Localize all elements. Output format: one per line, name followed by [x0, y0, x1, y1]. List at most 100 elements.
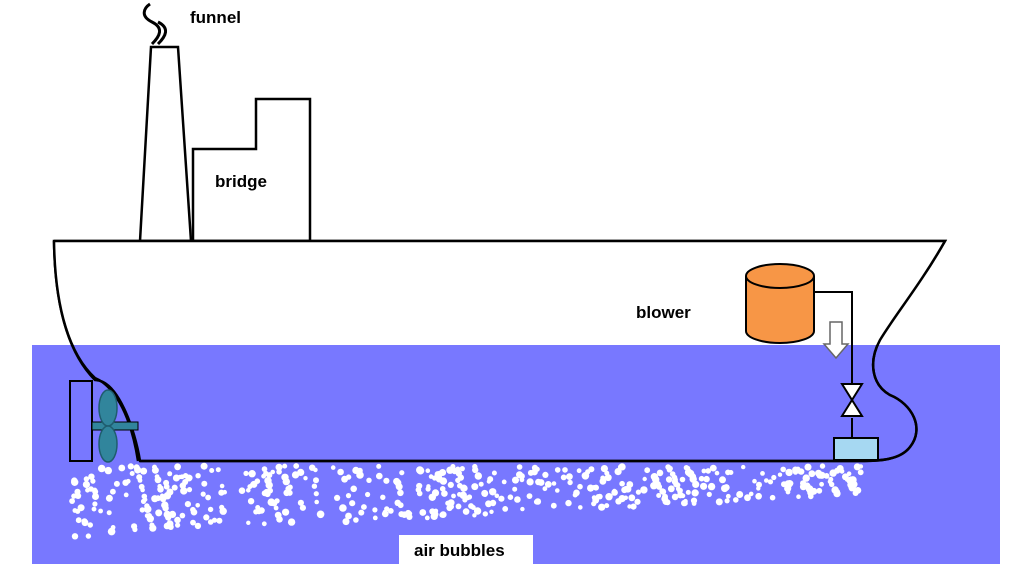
air-bubble: [71, 533, 79, 540]
air-bubble: [520, 506, 525, 512]
air-bubble: [313, 477, 319, 484]
air-bubbles-label: air bubbles: [414, 541, 505, 560]
air-bubble: [246, 520, 251, 525]
hull-outline: [52, 239, 948, 463]
air-bubble: [397, 489, 404, 497]
air-bubble: [671, 474, 678, 481]
air-bubble: [628, 494, 636, 502]
air-bubble: [91, 506, 97, 512]
air-bubble: [149, 524, 157, 532]
air-bubble: [706, 491, 712, 497]
air-bubble: [621, 486, 628, 494]
air-bubble: [428, 474, 434, 479]
air-bubble: [604, 474, 612, 482]
air-bubble: [714, 470, 720, 476]
air-bubble: [684, 468, 693, 476]
air-bubble: [692, 480, 700, 488]
air-bubble: [455, 503, 462, 510]
air-bubble: [611, 489, 618, 496]
air-bubble: [203, 514, 210, 521]
air-bubble: [219, 504, 225, 510]
air-bubble: [345, 474, 352, 480]
air-bubble: [75, 508, 81, 514]
propeller: [91, 389, 139, 463]
air-bubble: [358, 509, 365, 516]
air-bubble: [104, 466, 113, 475]
air-bubble: [399, 470, 405, 476]
air-bubble: [542, 486, 548, 492]
air-bubble: [599, 477, 607, 485]
air-bubble: [685, 489, 691, 495]
air-bubble: [650, 482, 658, 490]
air-bubble: [816, 472, 824, 479]
air-bubble: [123, 492, 129, 498]
air-bubble: [248, 470, 256, 478]
air-bubble: [485, 500, 492, 508]
air-bubble: [577, 483, 583, 490]
air-pipe: [814, 291, 853, 438]
valve: [840, 383, 864, 417]
air-bubble: [581, 472, 590, 480]
air-bubble: [494, 493, 500, 499]
air-bubble: [361, 504, 367, 510]
air-bubble: [600, 465, 609, 473]
air-bubble: [498, 495, 505, 502]
stern-post: [94, 376, 140, 462]
air-bubble: [184, 501, 191, 508]
air-bubble: [254, 478, 261, 485]
air-bubble: [200, 462, 208, 470]
air-bubble: [92, 493, 99, 500]
air-bubble: [350, 485, 358, 493]
air-bubble: [721, 484, 729, 493]
air-bubble: [799, 483, 807, 491]
air-bubble: [576, 468, 582, 474]
air-bubble: [395, 483, 403, 491]
air-bubble: [151, 495, 159, 503]
blower-label: blower: [636, 303, 691, 322]
air-bubble: [516, 471, 523, 479]
air-bubble: [619, 480, 625, 487]
air-bubble: [219, 483, 225, 489]
air-bubble: [238, 487, 246, 495]
air-bubble: [537, 479, 545, 486]
air-bubble: [573, 489, 580, 497]
air-bubble: [578, 505, 583, 510]
air-bubble: [489, 509, 494, 514]
air-bubble: [834, 467, 841, 474]
air-bubble: [85, 533, 92, 539]
air-bubble: [839, 468, 845, 474]
air-bubble: [816, 487, 823, 494]
air-bubble: [835, 489, 840, 494]
air-bubble: [544, 481, 552, 488]
air-bubble: [752, 478, 757, 484]
air-bubble: [703, 475, 710, 483]
air-bubble: [630, 503, 637, 510]
air-bubble: [92, 501, 98, 507]
air-bubble: [502, 506, 509, 512]
air-bubble: [82, 480, 90, 489]
air-bubble: [407, 511, 413, 516]
air-bubble: [140, 467, 148, 475]
air-bubble: [617, 464, 624, 471]
air-bubble: [314, 499, 320, 505]
air-bubble: [808, 470, 816, 478]
air-bubble: [143, 505, 152, 513]
air-bubble: [297, 499, 304, 506]
air-bubble: [550, 502, 557, 509]
air-bubble: [462, 508, 470, 515]
air-bubble: [459, 466, 465, 472]
air-bubble: [263, 488, 270, 495]
hull-topside: [54, 241, 945, 345]
air-bubble: [337, 468, 344, 476]
air-bubble: [247, 498, 255, 505]
air-bubble: [167, 471, 173, 477]
blower-tank: [745, 263, 815, 344]
air-bubble: [273, 505, 279, 511]
air-bubble: [819, 463, 826, 469]
air-bubble: [397, 502, 404, 509]
air-bubble: [512, 486, 518, 492]
air-bubble: [381, 510, 389, 518]
air-bubble: [786, 480, 794, 487]
air-bubble: [848, 484, 856, 492]
air-bubble: [334, 494, 341, 501]
